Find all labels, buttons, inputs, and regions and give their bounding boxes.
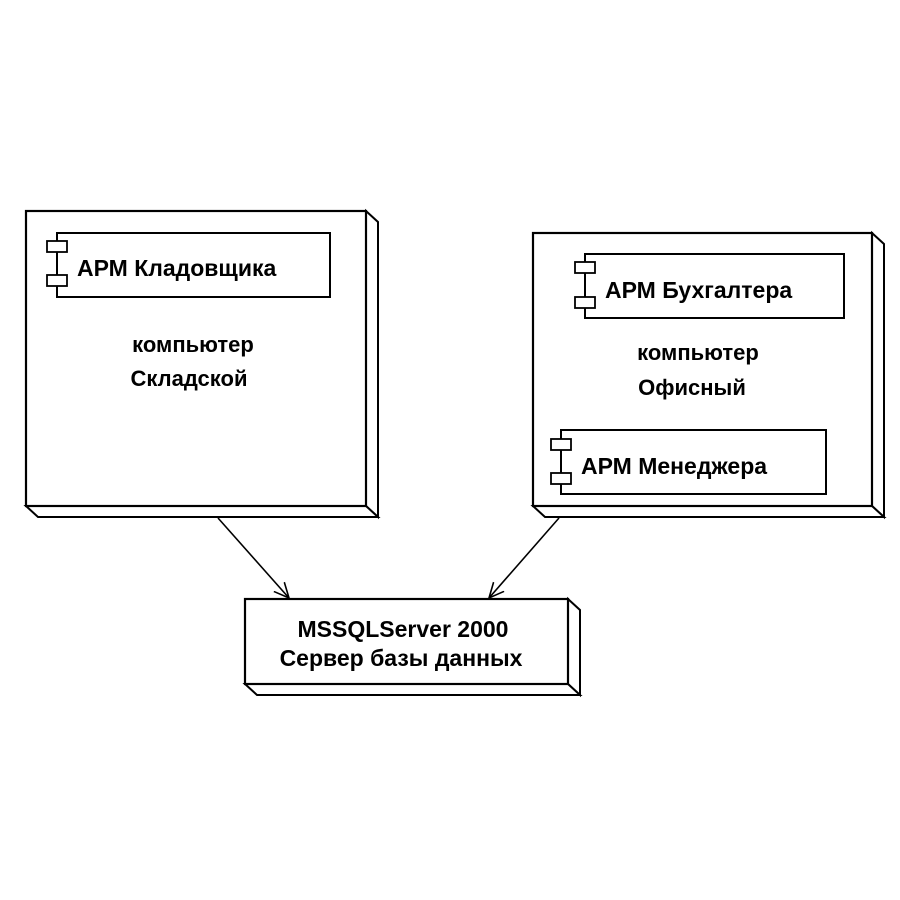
node-db-server[interactable]: MSSQLServer 2000 Сервер базы данных bbox=[242, 596, 583, 698]
component-storekeeper[interactable]: АРМ Кладовщика bbox=[46, 232, 331, 298]
edge-warehouse-to-db bbox=[217, 517, 289, 598]
node-db-label-line1: MSSQLServer 2000 bbox=[298, 616, 509, 642]
node-warehouse-label-line1: компьютер bbox=[132, 332, 254, 357]
node-db-label-line2: Сервер базы данных bbox=[280, 645, 523, 671]
node-warehouse-computer[interactable]: АРМ Кладовщика компьютер Складской bbox=[23, 208, 381, 520]
node-office-label-line2: Офисный bbox=[638, 375, 746, 400]
component-tab-icon bbox=[574, 296, 596, 309]
component-tab-icon bbox=[574, 261, 596, 274]
component-box bbox=[56, 232, 331, 298]
node-db-front bbox=[243, 597, 570, 686]
component-tab-icon bbox=[550, 472, 572, 485]
component-box bbox=[584, 253, 845, 319]
node-office-depth-bottom bbox=[530, 505, 887, 518]
node-office-label-line1: компьютер bbox=[637, 340, 759, 365]
component-tab-icon bbox=[550, 438, 572, 451]
component-accountant[interactable]: АРМ Бухгалтера bbox=[574, 253, 845, 319]
node-warehouse-depth-bottom bbox=[23, 505, 381, 518]
component-label: АРМ Менеджера bbox=[581, 453, 767, 479]
component-box bbox=[560, 429, 827, 495]
node-db-depth-right bbox=[567, 596, 581, 698]
node-warehouse-label-line2: Складской bbox=[131, 366, 248, 391]
component-tab-icon bbox=[46, 274, 68, 287]
edge-office-to-db bbox=[489, 517, 560, 598]
component-tab-icon bbox=[46, 240, 68, 253]
node-warehouse-depth-right bbox=[365, 208, 379, 520]
node-office-computer[interactable]: АРМ Бухгалтера компьютер Офисный АРМ Мен… bbox=[530, 230, 887, 520]
component-label: АРМ Кладовщика bbox=[77, 255, 276, 281]
component-label: АРМ Бухгалтера bbox=[605, 277, 792, 303]
node-office-depth-right bbox=[871, 230, 885, 520]
component-manager[interactable]: АРМ Менеджера bbox=[550, 429, 827, 495]
node-db-depth-bottom bbox=[242, 683, 583, 696]
